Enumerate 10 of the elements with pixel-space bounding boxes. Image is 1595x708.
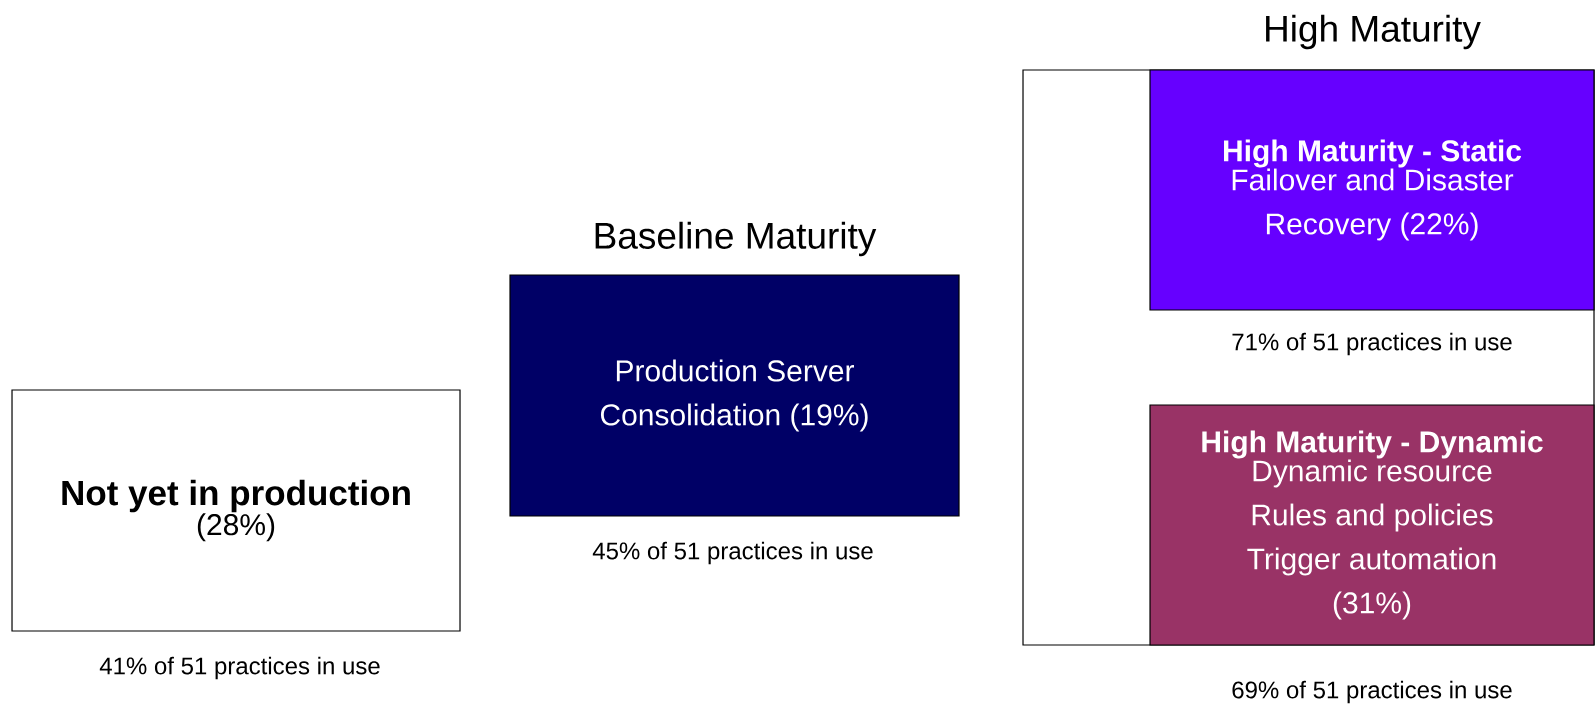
group-heading: Baseline Maturity <box>595 221 877 257</box>
usage-note: 69% of 51 practices in use <box>1232 680 1512 704</box>
category-box: Production Server Consolidation (19%) <box>509 274 960 517</box>
group-heading: High Maturity <box>1266 14 1481 50</box>
category-box: High Maturity - Static Failover and Disaster Recovery (22%) <box>1149 69 1595 311</box>
category-box: High Maturity - Dynamic Dynamic resource Rules and policies Trigger automation (31%) <box>1149 404 1595 646</box>
category-box: Not yet in production (28%) <box>11 389 461 632</box>
usage-note: 41% of 51 practices in use <box>99 656 380 680</box>
usage-note: 45% of 51 practices in use <box>592 541 873 565</box>
usage-note: 71% of 51 practices in use <box>1232 332 1512 356</box>
